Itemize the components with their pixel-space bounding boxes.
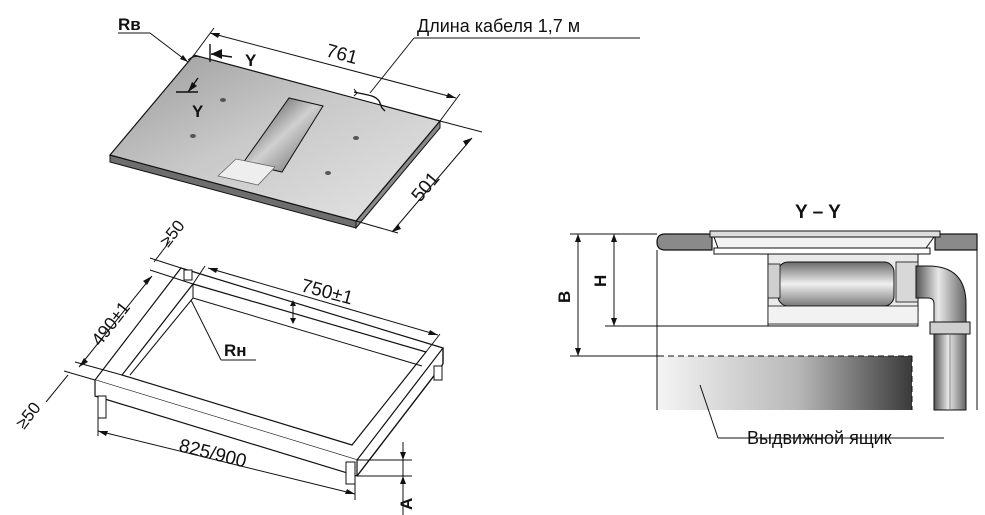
- worktop-right: [934, 233, 978, 251]
- fixing-hole: [353, 136, 359, 140]
- rv-callout: Rв: [118, 15, 189, 63]
- section-view: Y – Y Выдвижной ящик: [555, 202, 978, 448]
- worktop-thickness-marker: [290, 300, 296, 324]
- section-marker-y: Y Y: [176, 44, 257, 121]
- worktop-left: [656, 233, 713, 251]
- dim-b-label: B: [555, 291, 574, 303]
- dim-clearance-back: ≥50: [149, 217, 189, 269]
- dim-a-label: A: [397, 498, 416, 510]
- dim-cutout-width-label: 490±1: [87, 298, 133, 350]
- duct-elbow: [915, 265, 967, 331]
- hob-top-view: [108, 54, 442, 230]
- rn-label: Rн: [224, 341, 247, 360]
- fan-motor: [777, 261, 895, 307]
- section-y-top-label: Y: [245, 51, 257, 70]
- dim-a: A: [357, 442, 416, 515]
- worktop-cutout: [93, 267, 445, 485]
- rv-label: Rв: [118, 15, 141, 34]
- control-panel: [217, 158, 276, 186]
- dim-clearance-front: ≥50: [12, 370, 96, 433]
- cable-callout: Длина кабеля 1,7 м: [369, 16, 640, 94]
- fixing-hole: [220, 98, 226, 102]
- dim-clearance-front-label: ≥50: [12, 399, 44, 433]
- dim-hob-length: 761: [193, 27, 461, 122]
- dim-cutout-length-label: 750±1: [299, 276, 355, 310]
- drawer: [658, 356, 912, 410]
- cable-length-label: Длина кабеля 1,7 м: [417, 16, 580, 36]
- fixing-hole: [325, 171, 331, 175]
- drawer-label: Выдвижной ящик: [747, 428, 892, 448]
- dim-h-label: H: [591, 275, 610, 287]
- section-y-side-label: Y: [192, 102, 204, 121]
- power-cable: [353, 91, 386, 112]
- dim-clearance-back-label: ≥50: [156, 217, 188, 251]
- dim-hob-width-label: 501: [408, 168, 444, 206]
- rn-callout: Rн: [190, 299, 256, 361]
- section-title: Y – Y: [795, 202, 841, 223]
- section-hob-glass: [709, 230, 941, 238]
- dim-worktop-width-label: 825/900: [177, 435, 249, 472]
- fixing-hole: [190, 134, 196, 138]
